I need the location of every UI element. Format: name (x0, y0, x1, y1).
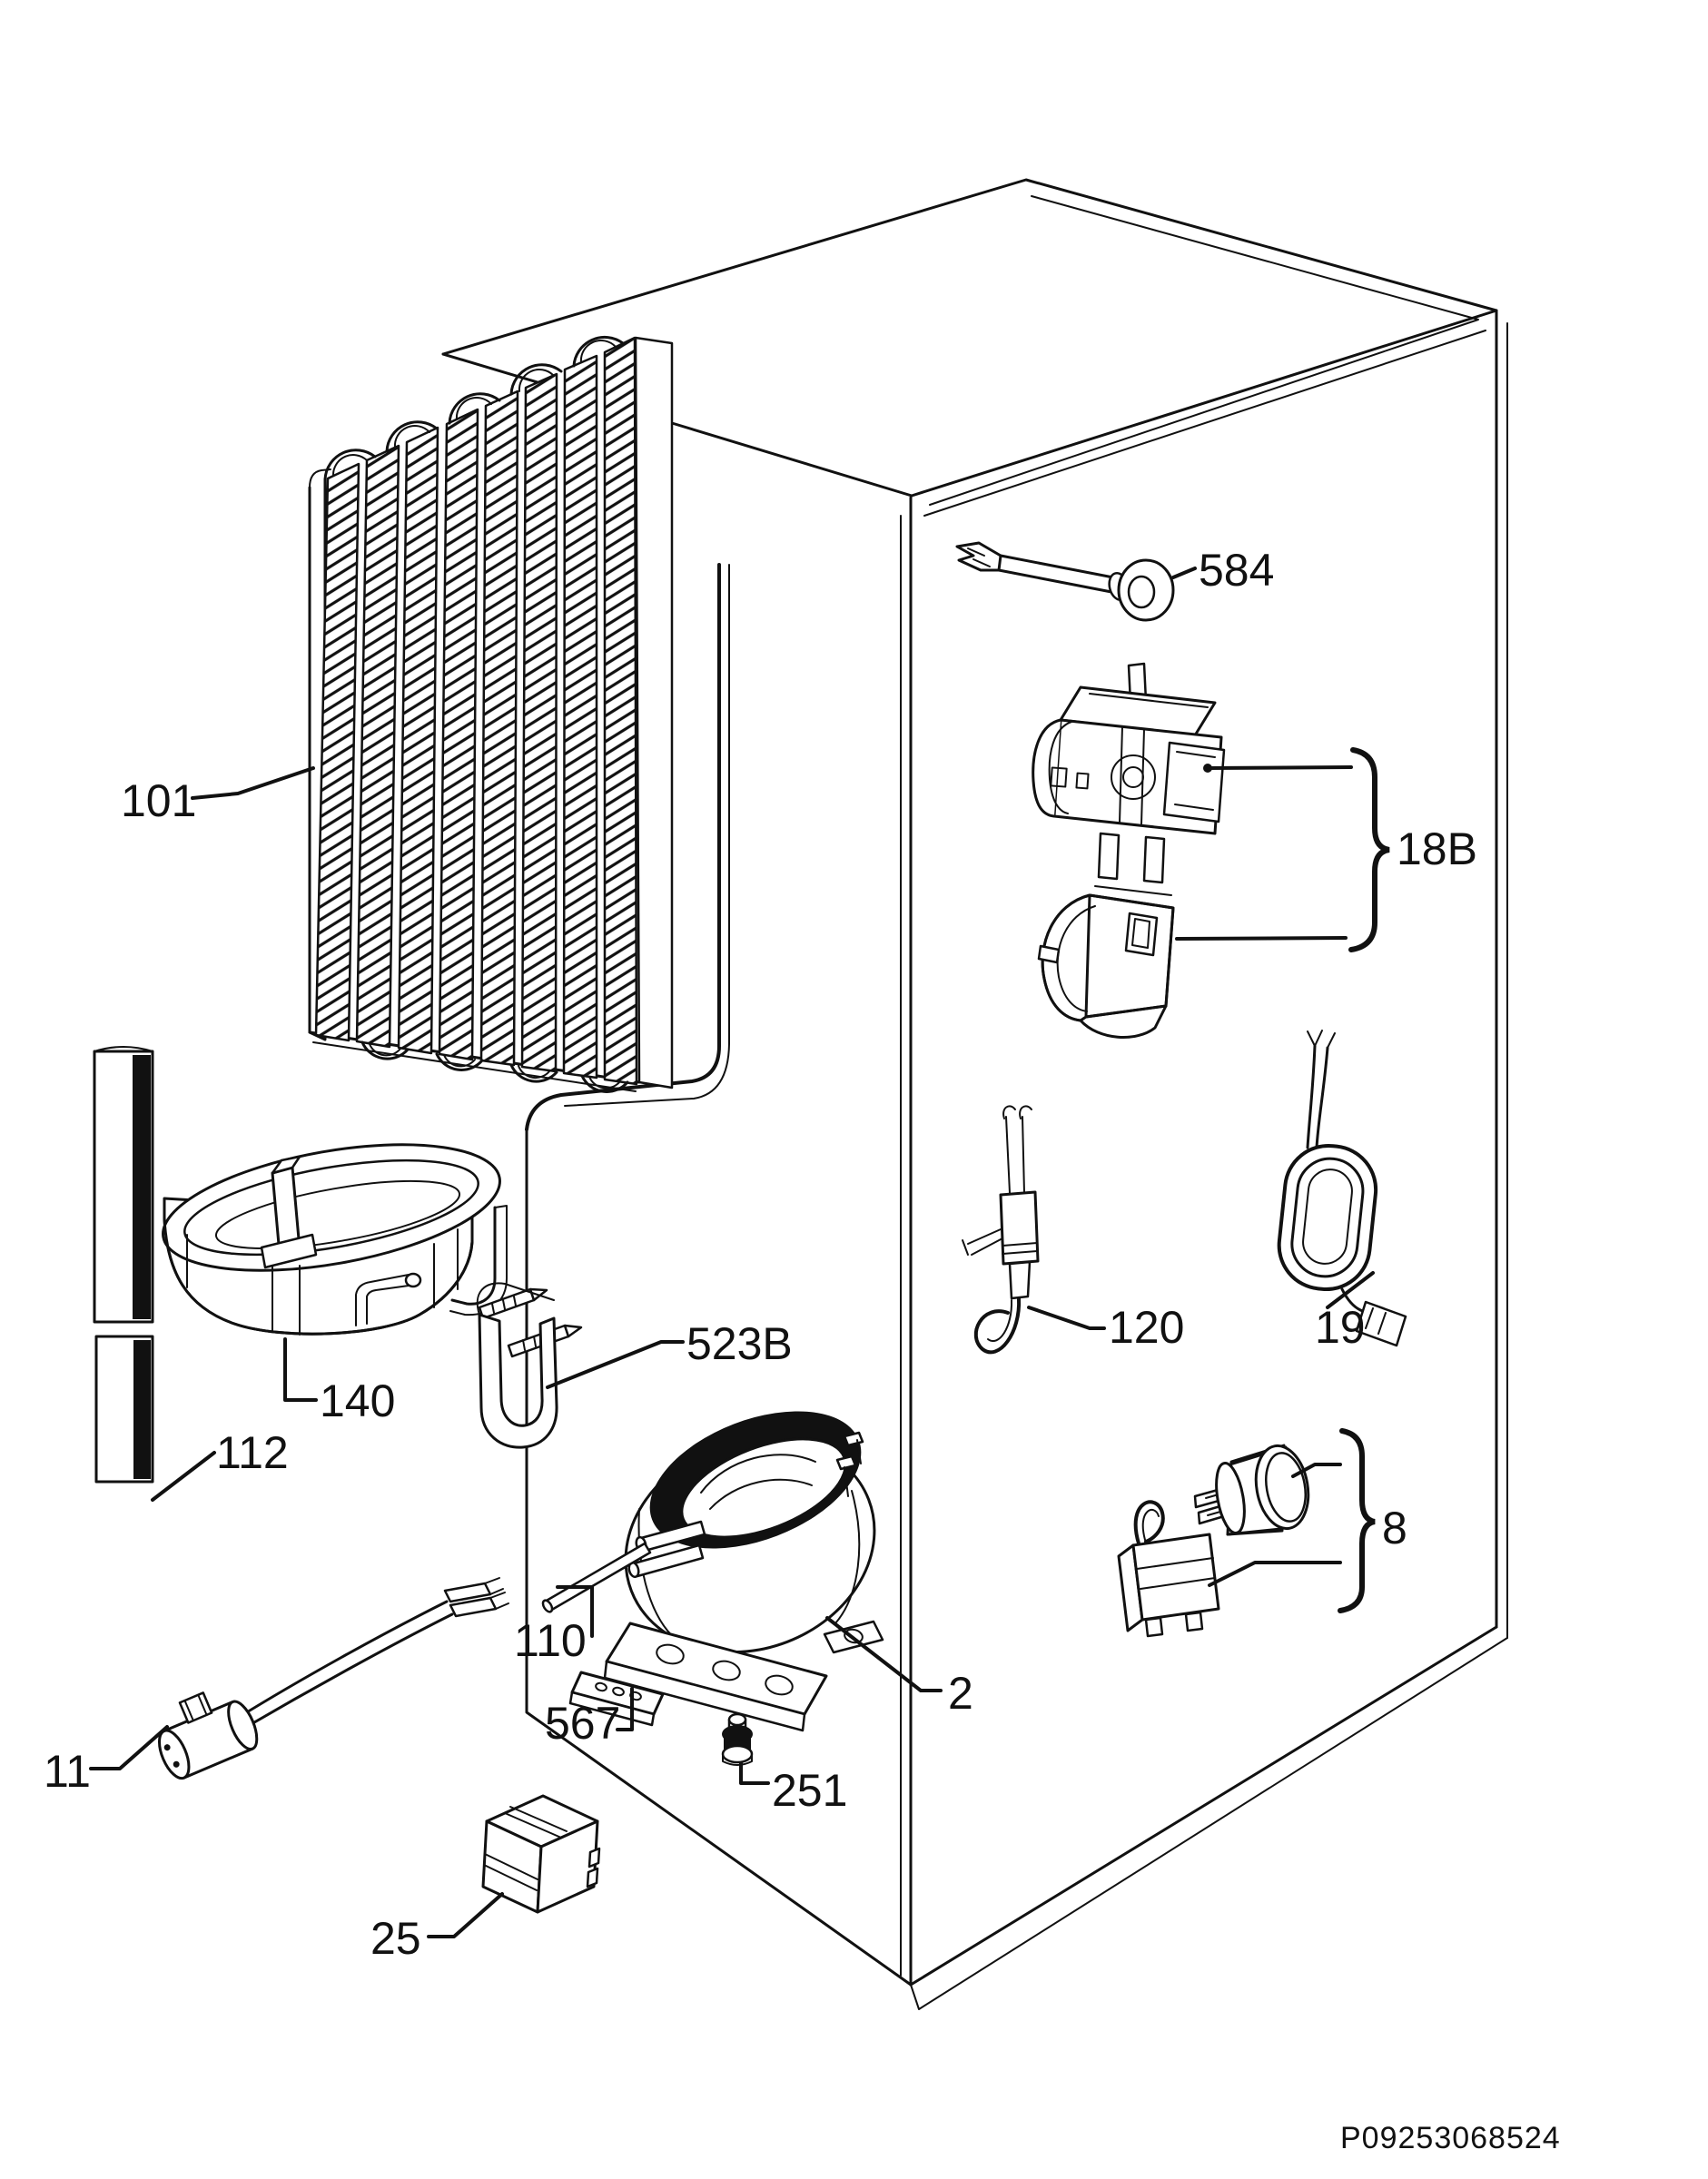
leader-lines (89, 567, 1375, 1938)
tube-clamp (476, 1282, 583, 1449)
defrost-key (955, 541, 1175, 622)
fin-strip (479, 389, 519, 1067)
relay-box (481, 1794, 601, 1914)
part-label-18B: 18B (1397, 823, 1477, 874)
cabinet-outline (441, 178, 1508, 2010)
drier-rod (541, 1542, 652, 1613)
fin-strip (355, 444, 400, 1049)
fin-strip (314, 462, 360, 1042)
start-device-group (1117, 1444, 1310, 1638)
fin-strip (438, 408, 479, 1061)
drip-tray (162, 1143, 508, 1336)
thermostat-housing (1037, 893, 1175, 1039)
wiring-harness-coil (1277, 1030, 1407, 1347)
fin-strip (397, 426, 439, 1055)
part-label-11: 11 (44, 1746, 91, 1797)
document-code: P09253068524 (1340, 2121, 1561, 2155)
brace-18B (1348, 747, 1390, 952)
grommet (721, 1712, 754, 1766)
fin-strip (562, 354, 598, 1080)
fin-strip (603, 336, 638, 1086)
part-label-25: 25 (370, 1913, 421, 1964)
part-label-567: 567 (545, 1698, 620, 1749)
ptc-starter (1193, 1444, 1310, 1536)
part-label-110: 110 (514, 1615, 587, 1666)
fin-strip (520, 372, 558, 1073)
evaporator-top-loops (323, 336, 625, 481)
part-label-523B: 523B (686, 1318, 793, 1369)
part-label-19: 19 (1315, 1302, 1366, 1353)
start-relay (1117, 1500, 1220, 1638)
thermal-fuse (962, 1105, 1040, 1355)
thermostat-assembly (1032, 662, 1226, 896)
evaporator-panel (308, 336, 730, 1131)
temperature-sensor (158, 1577, 509, 1780)
clamp-screw (507, 1324, 570, 1358)
part-label-101: 101 (121, 775, 196, 826)
part-label-120: 120 (1109, 1302, 1184, 1353)
part-label-112: 112 (216, 1427, 289, 1478)
part-label-251: 251 (772, 1765, 847, 1816)
drain-tube (93, 1046, 154, 1484)
part-label-140: 140 (320, 1375, 395, 1426)
evaporator-tube (525, 563, 721, 1131)
part-labels: 101 584 18B 140 523B 120 19 112 110 8 2 … (44, 545, 1477, 1964)
part-label-8: 8 (1382, 1503, 1407, 1553)
brace-8 (1338, 1428, 1376, 1613)
part-label-2: 2 (948, 1668, 973, 1719)
evaporator-bottom-loops (360, 1040, 629, 1093)
part-label-584: 584 (1199, 545, 1274, 596)
